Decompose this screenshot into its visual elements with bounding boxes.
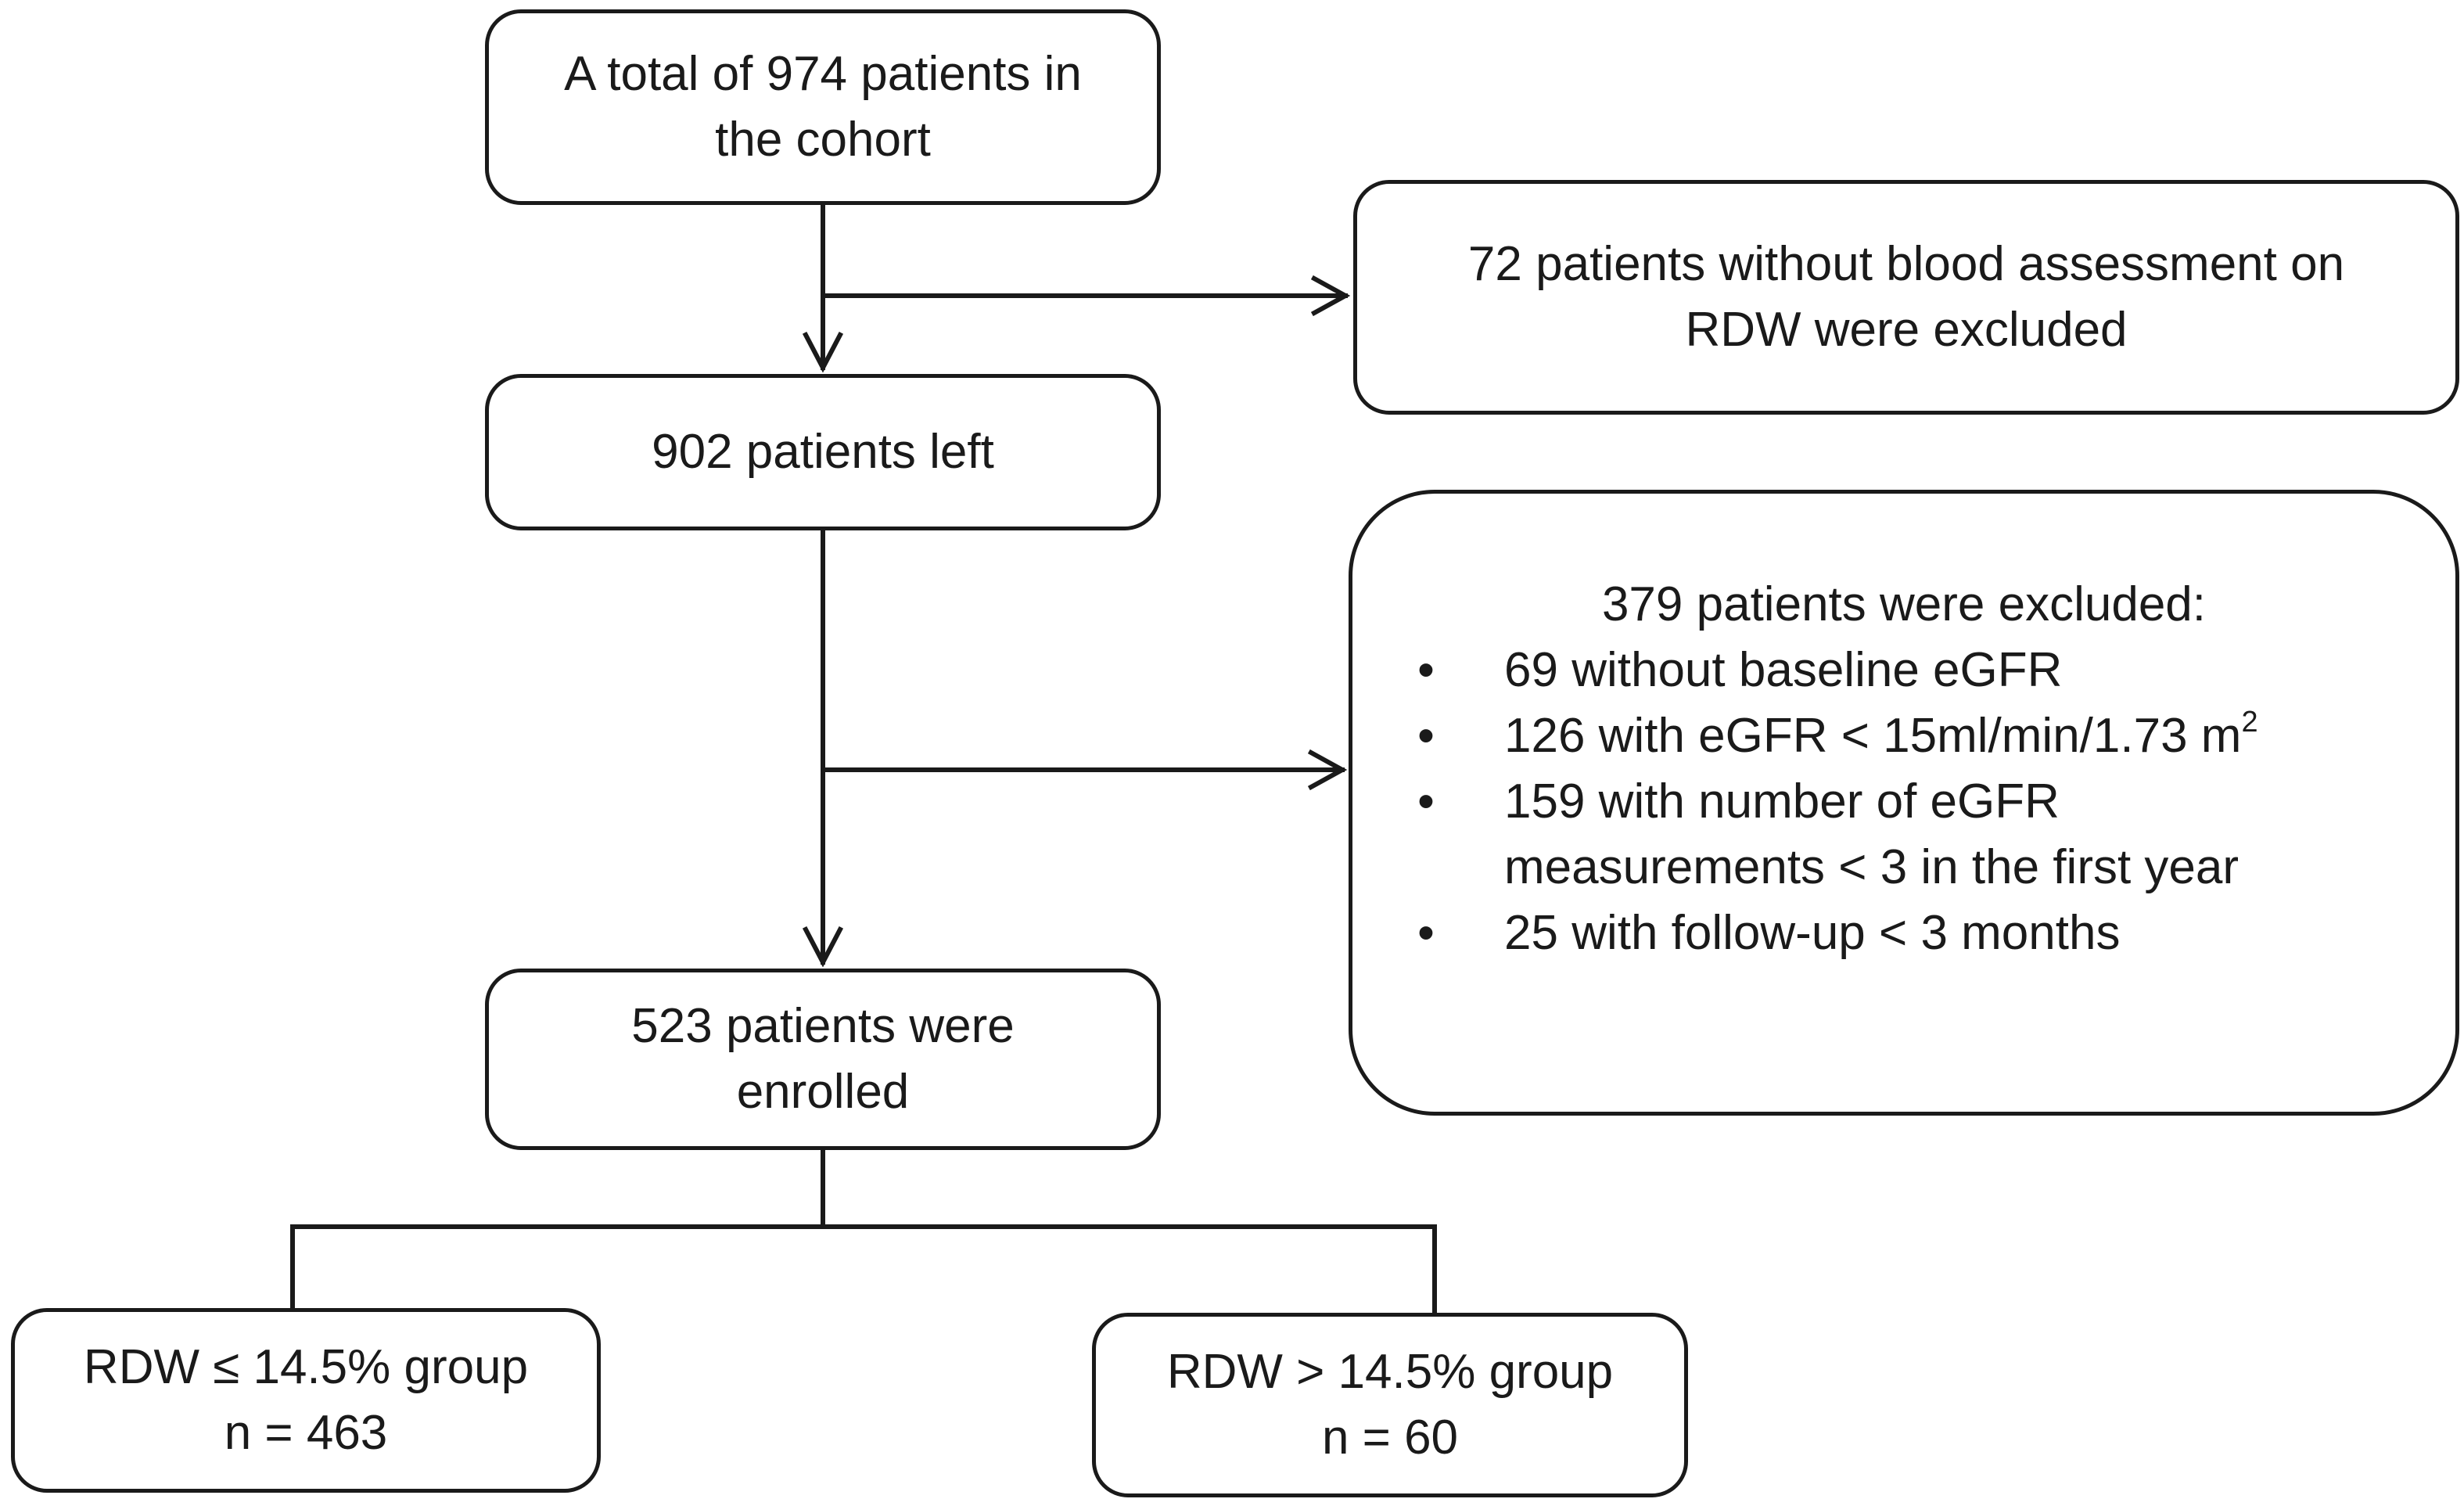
- group-low-rdw-box: RDW ≤ 14.5% group n = 463: [11, 1308, 601, 1493]
- arrowhead-excluded-criteria: [1307, 749, 1348, 791]
- arrowhead-total-to-left: [802, 331, 844, 373]
- total-cohort-box: A total of 974 patients in the cohort: [485, 9, 1161, 205]
- bullet-icon: •: [1417, 775, 1435, 828]
- box-text-line: 523 patients were: [631, 999, 1015, 1053]
- list-item-text: 69 without baseline eGFR: [1504, 643, 2063, 697]
- excluded-criteria-box: 379 patients were excluded: • 69 without…: [1349, 490, 2459, 1116]
- box-text-line: the cohort: [715, 113, 931, 167]
- list-item: • 126 with eGFR < 15ml/min/1.73 m2: [1410, 703, 2455, 769]
- exclusion-list: • 69 without baseline eGFR • 126 with eG…: [1352, 638, 2455, 966]
- bullet-icon: •: [1417, 643, 1435, 697]
- group-high-rdw-box: RDW > 14.5% group n = 60: [1092, 1313, 1688, 1497]
- box-text-line: enrolled: [736, 1065, 910, 1119]
- list-item-text: 126 with eGFR < 15ml/min/1.73 m: [1504, 709, 2242, 763]
- excluded-criteria-heading: 379 patients were excluded:: [1601, 577, 2207, 631]
- superscript: 2: [2241, 706, 2258, 739]
- list-item-continuation: measurements < 3 in the first year: [1504, 840, 2240, 894]
- box-text-line: RDW ≤ 14.5% group: [83, 1340, 529, 1394]
- excluded-rdw-box: 72 patients without blood assessment on …: [1353, 180, 2459, 415]
- bullet-icon: •: [1417, 709, 1435, 763]
- box-text-line: 72 patients without blood assessment on: [1467, 237, 2345, 291]
- arrowhead-excluded-rdw: [1310, 275, 1351, 317]
- list-item: • 25 with follow-up < 3 months: [1410, 900, 2455, 966]
- patients-left-box: 902 patients left: [485, 374, 1161, 530]
- box-text-line: 902 patients left: [652, 425, 994, 479]
- list-item: • 159 with number of eGFR measurements <…: [1410, 769, 2455, 900]
- list-item-text: 159 with number of eGFR: [1504, 775, 2060, 828]
- box-text-line: A total of 974 patients in: [564, 47, 1082, 101]
- list-item: • 69 without baseline eGFR: [1410, 638, 2455, 703]
- bullet-icon: •: [1417, 906, 1435, 960]
- box-text-line: RDW > 14.5% group: [1166, 1345, 1614, 1399]
- list-item-text: 25 with follow-up < 3 months: [1504, 906, 2121, 960]
- enrolled-box: 523 patients were enrolled: [485, 969, 1161, 1150]
- box-text-line: RDW were excluded: [1685, 303, 2128, 357]
- box-text-line: n = 60: [1321, 1411, 1459, 1465]
- box-text-line: n = 463: [224, 1406, 388, 1460]
- arrowhead-left-to-enrolled: [802, 926, 844, 968]
